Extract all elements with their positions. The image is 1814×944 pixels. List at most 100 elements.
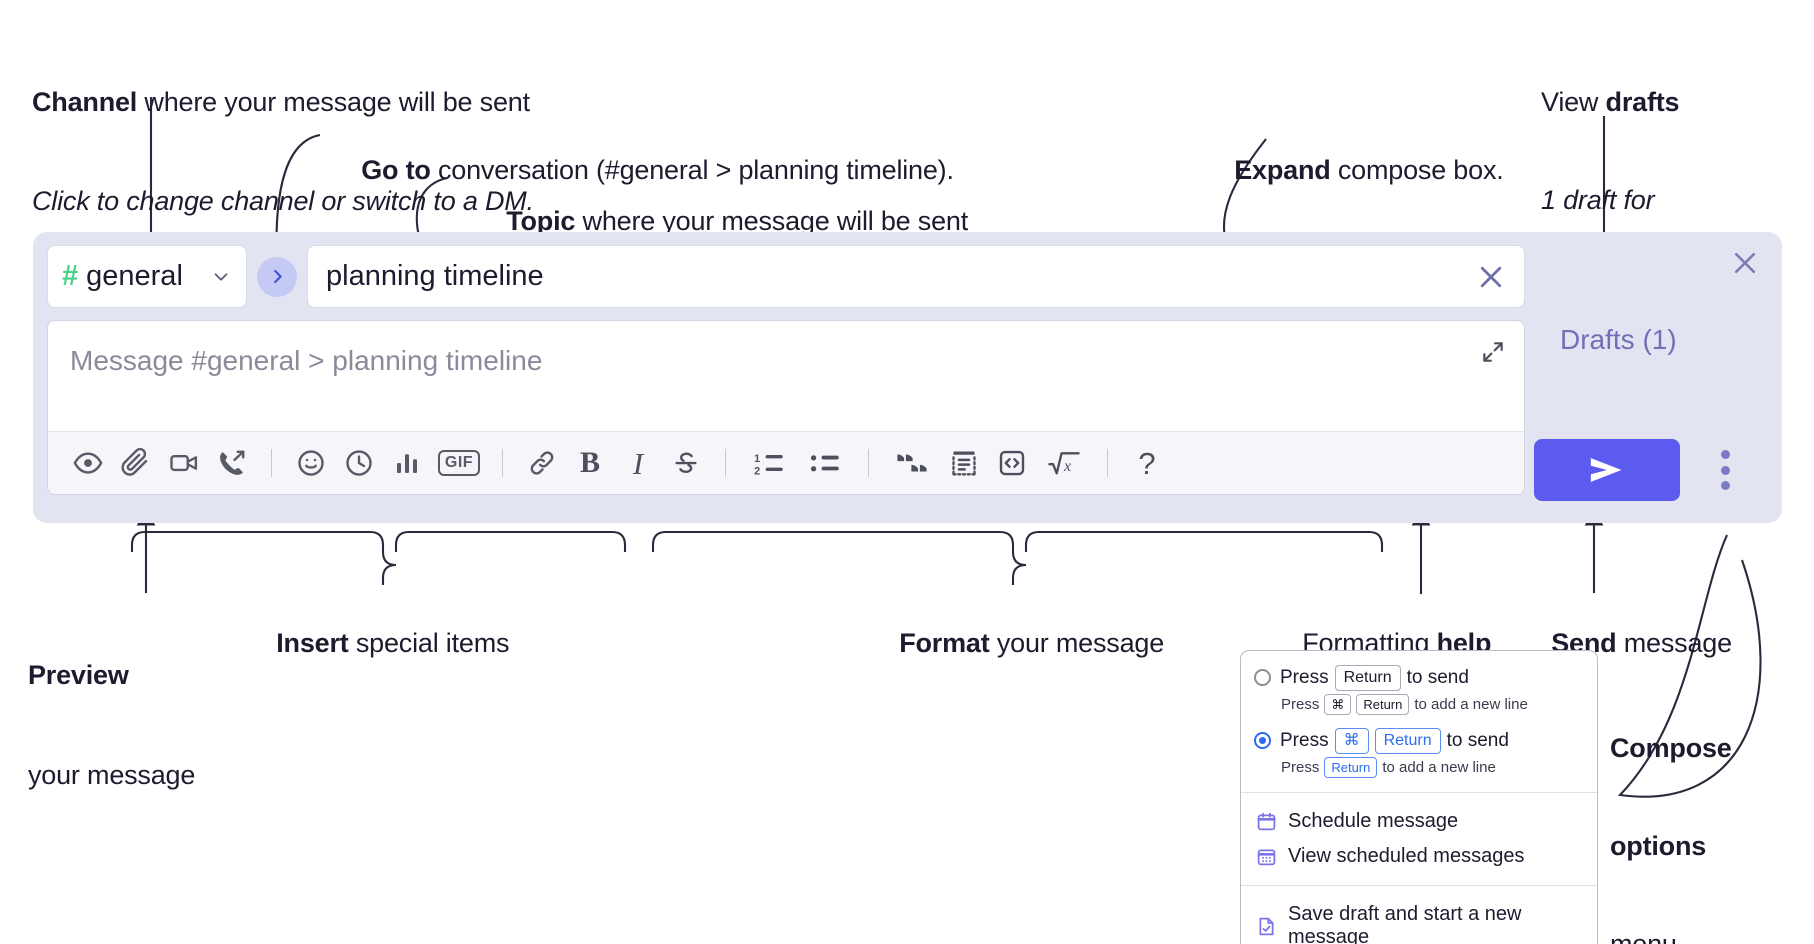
annotation-goto-bold: Go to xyxy=(361,155,431,186)
italic-label: I xyxy=(632,445,644,481)
option2-sub-key-return: Return xyxy=(1324,756,1378,779)
send-option-cmd-return-sub: Press Return to add a new line xyxy=(1241,754,1597,782)
option1-sub-key-cmd: ⌘ xyxy=(1324,693,1352,716)
annotation-channel-italic: Click to change channel or switch to a D… xyxy=(32,185,534,216)
kebab-dot xyxy=(1720,465,1730,475)
gif-icon[interactable]: GIF xyxy=(433,441,485,485)
compose-inner: # general planning timeline xyxy=(47,245,1525,509)
schedule-section: Schedule message View scheduled messages xyxy=(1241,792,1597,885)
annotation-channel-bold: Channel xyxy=(32,86,138,117)
annotation-insert-rest: special items xyxy=(348,628,510,659)
annotation-goto: Go to conversation (#general > planning … xyxy=(332,124,954,218)
menu-item-schedule-message[interactable]: Schedule message xyxy=(1241,804,1597,839)
view-scheduled-calendar-icon xyxy=(1255,846,1277,868)
annotation-format-rest: your message xyxy=(989,628,1165,659)
option1-sub-press: Press xyxy=(1281,695,1320,713)
save-draft-icon xyxy=(1255,915,1277,937)
blockquote-icon[interactable] xyxy=(886,441,938,485)
formatting-toolbar: GIF B I xyxy=(48,431,1524,494)
expand-compose-box-icon[interactable] xyxy=(1476,335,1510,369)
compose-header-row: # general planning timeline xyxy=(47,245,1525,308)
menu-item-view-scheduled-label: View scheduled messages xyxy=(1288,845,1525,868)
annotation-expand: Expand compose box. xyxy=(1205,124,1504,218)
svg-text:1: 1 xyxy=(754,453,760,465)
annotation-compose-bold-1: Compose xyxy=(1610,732,1732,763)
option2-press: Press xyxy=(1280,729,1329,751)
chevron-down-icon xyxy=(210,266,232,288)
topic-input[interactable]: planning timeline xyxy=(307,245,1525,308)
math-icon[interactable]: x xyxy=(1038,441,1090,485)
go-to-conversation-button[interactable] xyxy=(257,256,297,297)
message-placeholder: Message #general > planning timeline xyxy=(70,345,543,376)
strikethrough-icon[interactable] xyxy=(664,441,708,485)
annotation-drafts-italic-1: 1 draft for xyxy=(1541,184,1655,215)
poll-bars-icon[interactable] xyxy=(385,441,429,485)
bold-label: B xyxy=(579,446,600,479)
option1-sub-tail: to add a new line xyxy=(1414,695,1528,713)
radio-unselected-icon[interactable] xyxy=(1254,669,1271,687)
option1-sub-key-return: Return xyxy=(1356,693,1410,716)
drafts-link[interactable]: Drafts (1) xyxy=(1560,324,1677,355)
ordered-list-icon[interactable]: 1 2 xyxy=(743,441,795,485)
option2-sub-tail: to add a new line xyxy=(1382,759,1496,776)
schedule-calendar-icon xyxy=(1255,811,1277,833)
send-arrow-icon xyxy=(1590,458,1622,482)
annotation-drafts-lead: View xyxy=(1541,86,1606,117)
video-clip-icon[interactable] xyxy=(162,441,206,485)
compose-panel: # general planning timeline xyxy=(33,232,1782,523)
kebab-dot xyxy=(1720,450,1730,459)
code-block-icon[interactable] xyxy=(942,441,986,485)
send-shortcut-options: Press Return to send Press ⌘ Return to a… xyxy=(1241,651,1597,792)
annotation-expand-bold: Expand xyxy=(1234,155,1331,186)
radio-selected-icon[interactable] xyxy=(1254,732,1271,750)
annotation-send: Send message xyxy=(1522,597,1732,691)
annotation-expand-rest: compose box. xyxy=(1330,155,1504,186)
annotation-topic: Topic where your message will be sent xyxy=(477,175,968,269)
menu-item-save-draft-label: Save draft and start a new message xyxy=(1288,903,1522,944)
close-compose-icon[interactable] xyxy=(1728,246,1762,280)
send-option-cmd-return[interactable]: Press ⌘ Return to send xyxy=(1241,725,1597,754)
toolbar-separator xyxy=(271,449,272,477)
annotation-compose-bold-2: options xyxy=(1610,830,1707,861)
annotation-format: Format your message xyxy=(870,597,1164,691)
emoji-icon[interactable] xyxy=(289,441,333,485)
annotation-topic-rest: where your message will be sent xyxy=(575,206,969,237)
annotation-preview: Preview your message xyxy=(28,597,195,854)
formatting-help-icon[interactable]: ? xyxy=(1125,441,1169,485)
option2-to-send: to send xyxy=(1446,729,1509,751)
question-mark-label: ? xyxy=(1138,445,1156,481)
audio-clip-icon[interactable] xyxy=(210,441,254,485)
send-option-return[interactable]: Press Return to send xyxy=(1241,662,1597,691)
option1-press: Press xyxy=(1280,666,1329,688)
preview-icon[interactable] xyxy=(66,441,110,485)
send-option-return-sub: Press ⌘ Return to add a new line xyxy=(1241,691,1597,719)
message-input-box[interactable]: Message #general > planning timeline xyxy=(47,320,1525,495)
menu-item-save-draft[interactable]: Save draft and start a new message xyxy=(1241,897,1597,944)
inline-code-icon[interactable] xyxy=(990,441,1034,485)
annotation-send-rest: message xyxy=(1616,628,1732,659)
menu-item-schedule-label: Schedule message xyxy=(1288,810,1459,833)
menu-item-view-scheduled[interactable]: View scheduled messages xyxy=(1241,839,1597,874)
attach-file-icon[interactable] xyxy=(114,441,158,485)
annotation-preview-bold: Preview xyxy=(28,659,129,690)
channel-selector[interactable]: # general xyxy=(47,245,247,308)
link-icon[interactable] xyxy=(520,441,564,485)
save-draft-section: Save draft and start a new message xyxy=(1241,885,1597,944)
annotation-format-bold: Format xyxy=(899,628,990,659)
annotation-compose-rest: menu xyxy=(1610,928,1677,944)
reminder-clock-icon[interactable] xyxy=(337,441,381,485)
annotation-preview-rest: your message xyxy=(28,759,196,790)
annotation-insert: Insert special items xyxy=(247,597,509,691)
toolbar-separator xyxy=(868,449,869,477)
option2-key-cmd: ⌘ xyxy=(1334,728,1369,754)
channel-name: general xyxy=(86,260,183,292)
italic-icon[interactable]: I xyxy=(616,441,660,485)
option1-to-send: to send xyxy=(1406,666,1469,688)
clear-topic-icon[interactable] xyxy=(1474,260,1508,294)
option2-key-return: Return xyxy=(1374,728,1441,754)
compose-options-button[interactable] xyxy=(1713,450,1737,490)
send-message-button[interactable] xyxy=(1534,439,1680,501)
bulleted-list-icon[interactable] xyxy=(799,441,851,485)
bold-icon[interactable]: B xyxy=(568,441,612,485)
kebab-dot xyxy=(1720,481,1730,490)
